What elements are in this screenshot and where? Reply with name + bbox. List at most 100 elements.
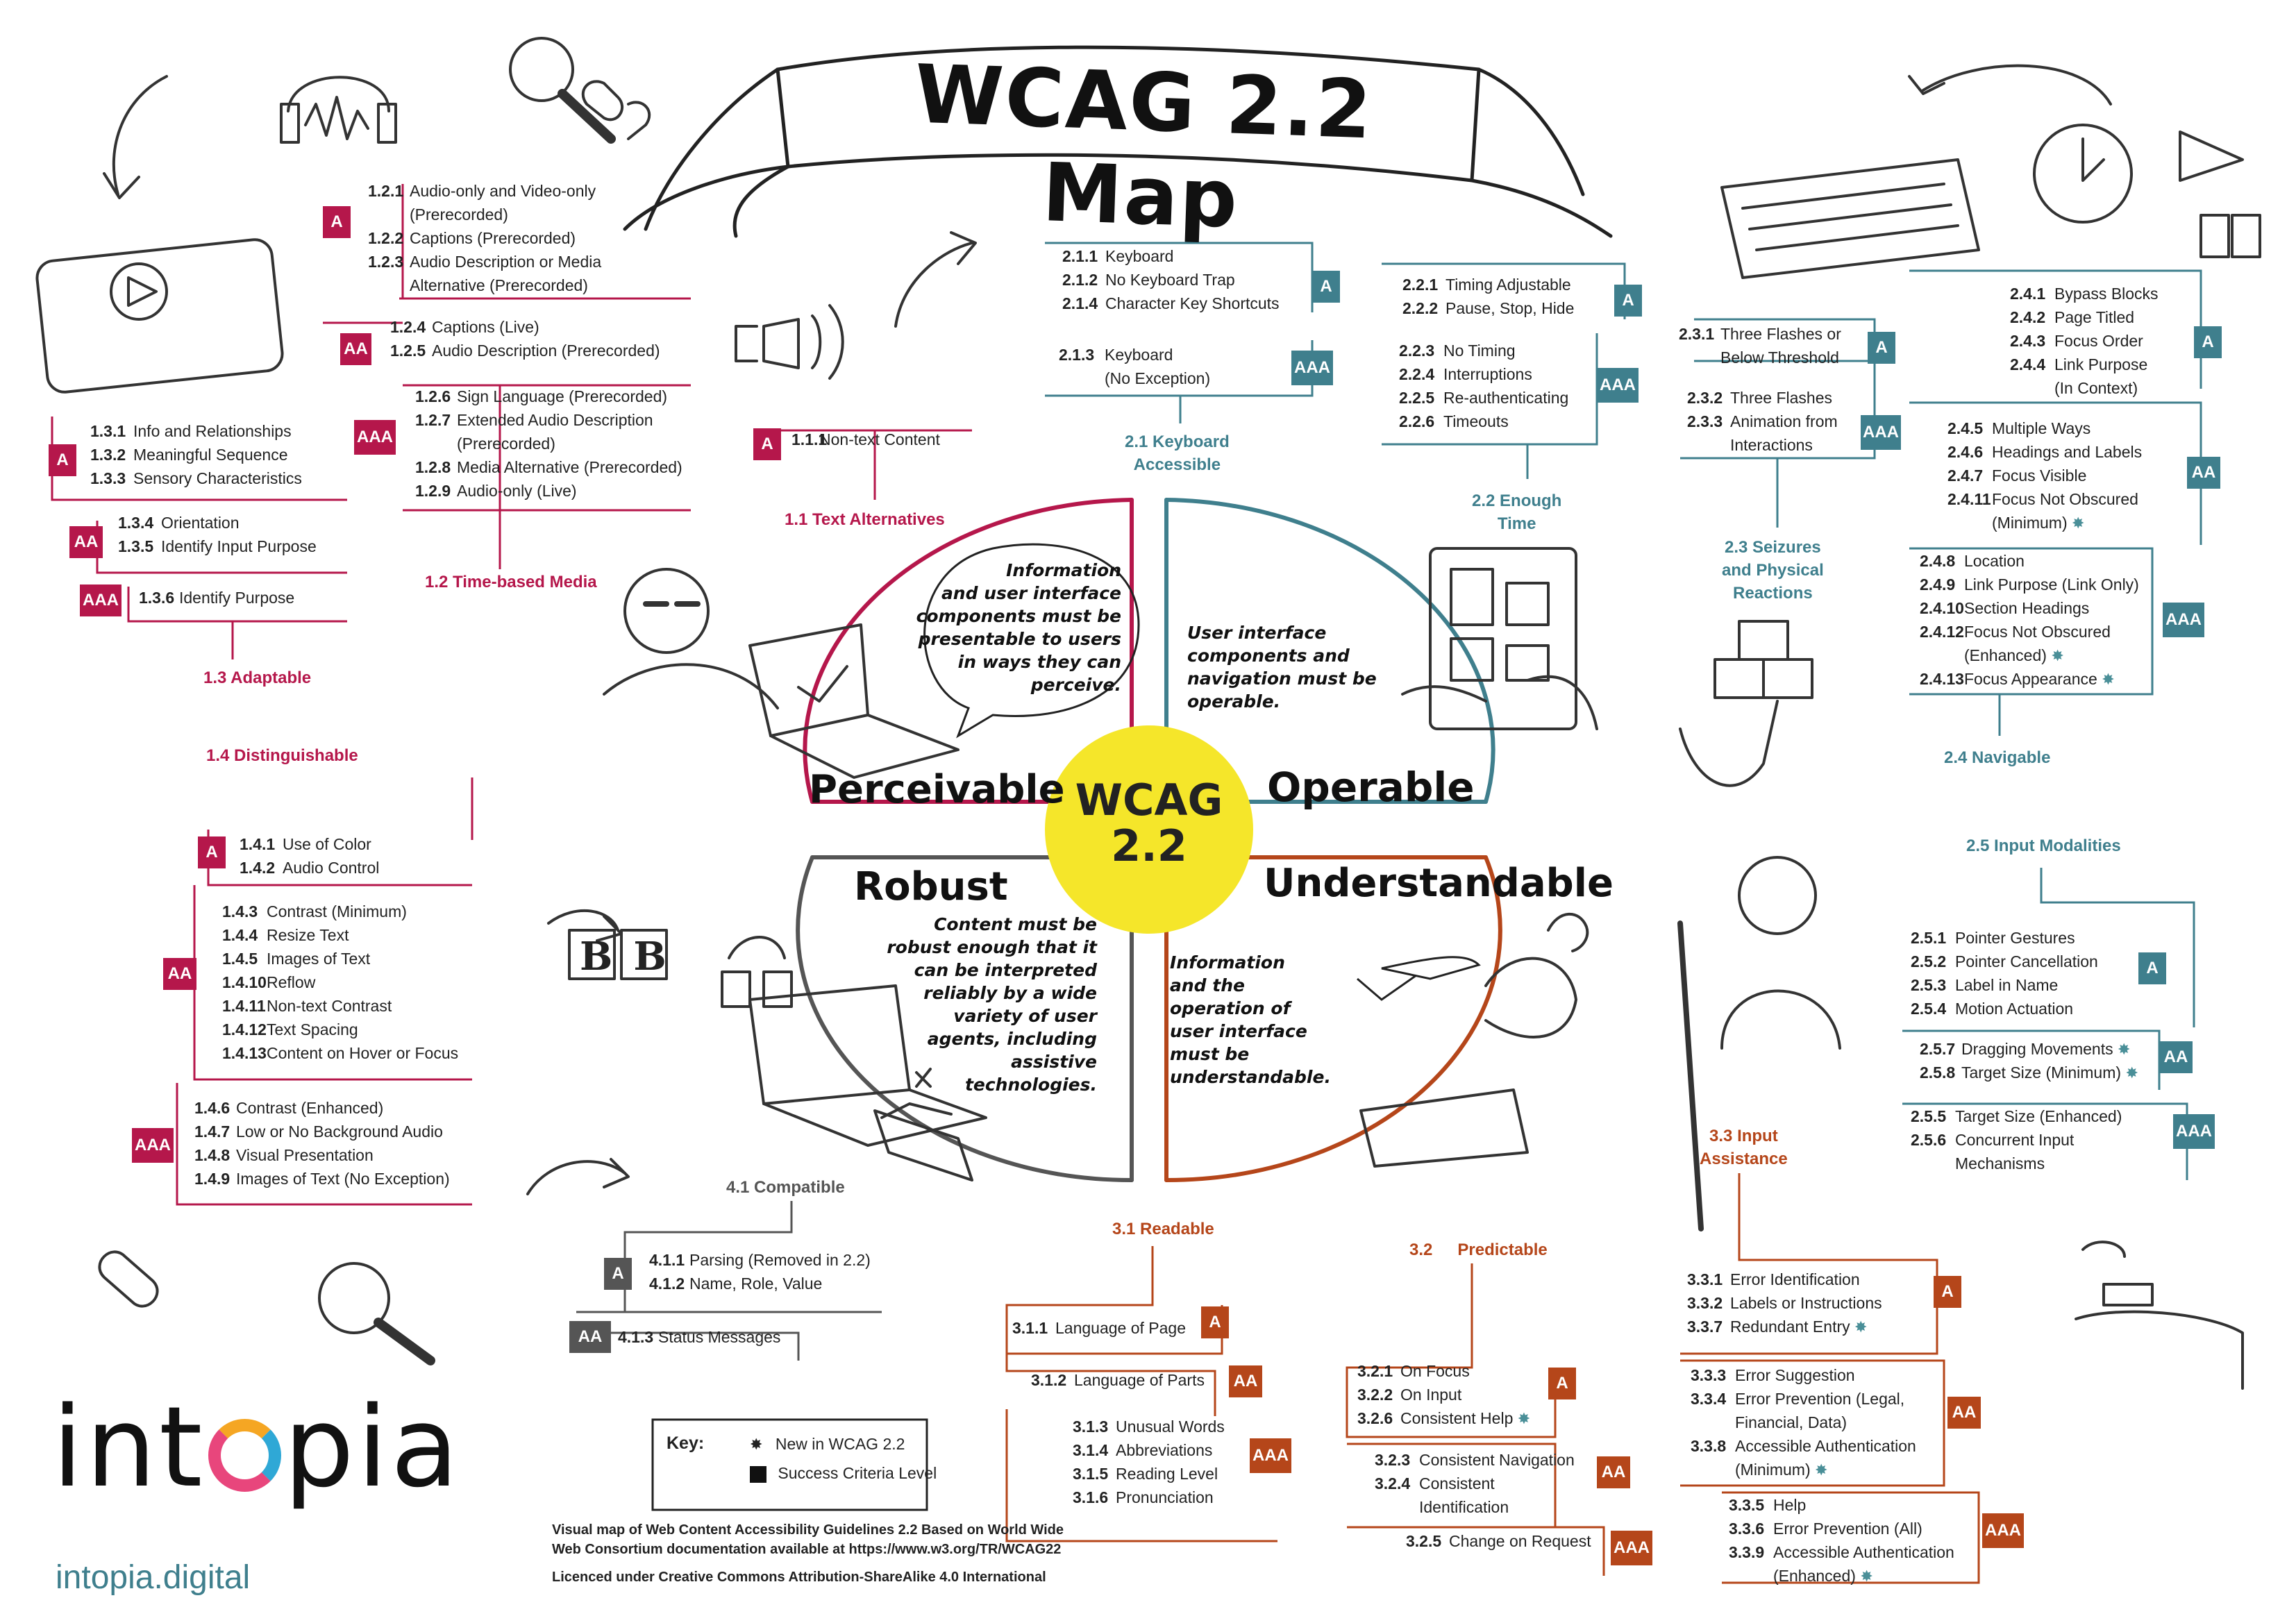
level-badge: A: [2194, 326, 2222, 358]
level-badge: A: [198, 836, 226, 868]
principle-operable: Operable: [1267, 764, 1475, 811]
page-title: WCAG 2.2 Map: [913, 47, 1375, 246]
level-badge: A: [753, 428, 781, 460]
criterion-number: 1.4.2: [240, 859, 276, 877]
level-badge: A: [1312, 271, 1340, 303]
criterion-number: 2.4.4: [2010, 355, 2046, 373]
criterion-title: Character Key Shortcuts: [1105, 294, 1280, 312]
level-badge: AAA: [132, 1128, 174, 1163]
guideline-1-2: 1.2 Time-based Media: [425, 573, 597, 591]
guideline-line: Predictable: [1457, 1241, 1548, 1259]
guideline-line: 2.3 Seizures: [1724, 538, 1821, 557]
criterion-title: Pointer Gestures: [1955, 929, 2075, 947]
operable-description: User interface components and navigation…: [1187, 621, 1416, 713]
criterion-title: On Focus: [1400, 1362, 1470, 1380]
title-banner: [623, 45, 1613, 238]
connectors-understandable: [1005, 1173, 1980, 1584]
level-badge: AA: [2187, 457, 2220, 489]
criterion-number: 3.2.1: [1357, 1362, 1393, 1380]
key-box: [651, 1418, 928, 1511]
criterion-row: (Enhanced) ✸: [1920, 646, 2064, 665]
criterion-number: 1.4.12: [222, 1020, 267, 1038]
criterion-number: 2.4.9: [1920, 575, 1956, 594]
criterion-number: 2.1.2: [1062, 271, 1098, 289]
criterion-title: (Minimum) ✸: [1735, 1461, 1828, 1479]
criterion-title: Section Headings: [1964, 599, 2090, 617]
criterion-number: 3.3.8: [1691, 1437, 1727, 1455]
criterion-title: Error Identification: [1730, 1270, 1860, 1288]
new-burst-icon: ✸: [1860, 1567, 1873, 1585]
criterion-number: 1.4.8: [194, 1146, 231, 1164]
criterion-title: Accessible Authentication: [1735, 1437, 1916, 1455]
new-burst-icon: ✸: [2102, 671, 2115, 688]
guideline-3-3: 3.3 Input Assistance: [1700, 1125, 1788, 1170]
desc-line: and the: [1170, 975, 1245, 995]
desc-line: user interface: [1170, 1021, 1307, 1041]
criterion-number: 1.3.3: [90, 469, 126, 487]
new-burst-icon: ✸: [2051, 647, 2064, 664]
criterion-row: 2.4.11Focus Not Obscured: [1947, 490, 2138, 508]
desc-line: assistive: [1011, 1052, 1097, 1072]
criterion-title: Focus Not Obscured: [1992, 490, 2138, 508]
criterion-number: 3.1.6: [1073, 1488, 1109, 1506]
criterion-title: Alternative (Prerecorded): [410, 276, 588, 294]
criterion-title: Language of Parts: [1074, 1371, 1205, 1389]
criterion-number: 2.4.13: [1920, 670, 1964, 688]
criterion-title: (No Exception): [1105, 369, 1211, 387]
criterion-title: Identify Input Purpose: [161, 537, 317, 555]
criterion-row: Below Threshold: [1679, 348, 1839, 367]
criterion-row: 1.4.11Non-text Contrast: [222, 997, 392, 1015]
criterion-title: Text Spacing: [267, 1020, 358, 1038]
criterion-row: 2.4.10Section Headings: [1920, 599, 2089, 617]
criterion-title: Motion Actuation: [1955, 1000, 2074, 1018]
criterion-number: 4.1.1: [649, 1251, 685, 1269]
desc-line: can be interpreted: [914, 960, 1097, 980]
criterion-row: 1.4.13Content on Hover or Focus: [222, 1044, 458, 1062]
desc-line: agents, including: [927, 1029, 1097, 1049]
criterion-number: 1.2.5: [390, 342, 426, 360]
criterion-title: (Prerecorded): [410, 205, 508, 224]
criterion-title: Bypass Blocks: [2054, 285, 2159, 303]
criterion-title: Target Size (Enhanced): [1955, 1107, 2122, 1125]
criterion-title: Captions (Live): [432, 318, 539, 336]
level-badge: A: [1934, 1276, 1961, 1308]
connectors-robust: [576, 1201, 882, 1361]
level-badge: AAA: [1861, 415, 1901, 450]
level-badge: AA: [1229, 1365, 1262, 1397]
robust-description: Content must be robust enough that it ca…: [833, 913, 1097, 1096]
criterion-title: Content on Hover or Focus: [267, 1044, 459, 1062]
criterion-row: 3.2.1 On Focus: [1357, 1362, 1470, 1380]
logo-right: pia: [283, 1382, 462, 1512]
criterion-number: 2.2.2: [1402, 299, 1439, 317]
criterion-number: 2.4.7: [1947, 466, 1984, 485]
criterion-number: 1.2.1: [368, 182, 404, 200]
guideline-2-2: 2.2 Enough Time: [1472, 489, 1561, 535]
desc-line: perceive.: [1030, 675, 1121, 695]
level-badge: AA: [163, 958, 196, 990]
criterion-number: 3.3.6: [1729, 1520, 1765, 1538]
criterion-title: On Input: [1400, 1386, 1462, 1404]
criterion-title: Interactions: [1730, 436, 1813, 454]
criterion-number: 3.2.6: [1357, 1409, 1393, 1427]
criterion-title: Dragging Movements ✸: [1961, 1040, 2131, 1058]
key-level-text: Success Criteria Level: [778, 1464, 937, 1482]
criterion-number: 1.2.8: [415, 458, 451, 476]
criterion-title: Change on Request: [1449, 1532, 1591, 1550]
criterion-number: 2.5.3: [1911, 976, 1947, 994]
desc-line: presentable to users: [918, 629, 1121, 649]
